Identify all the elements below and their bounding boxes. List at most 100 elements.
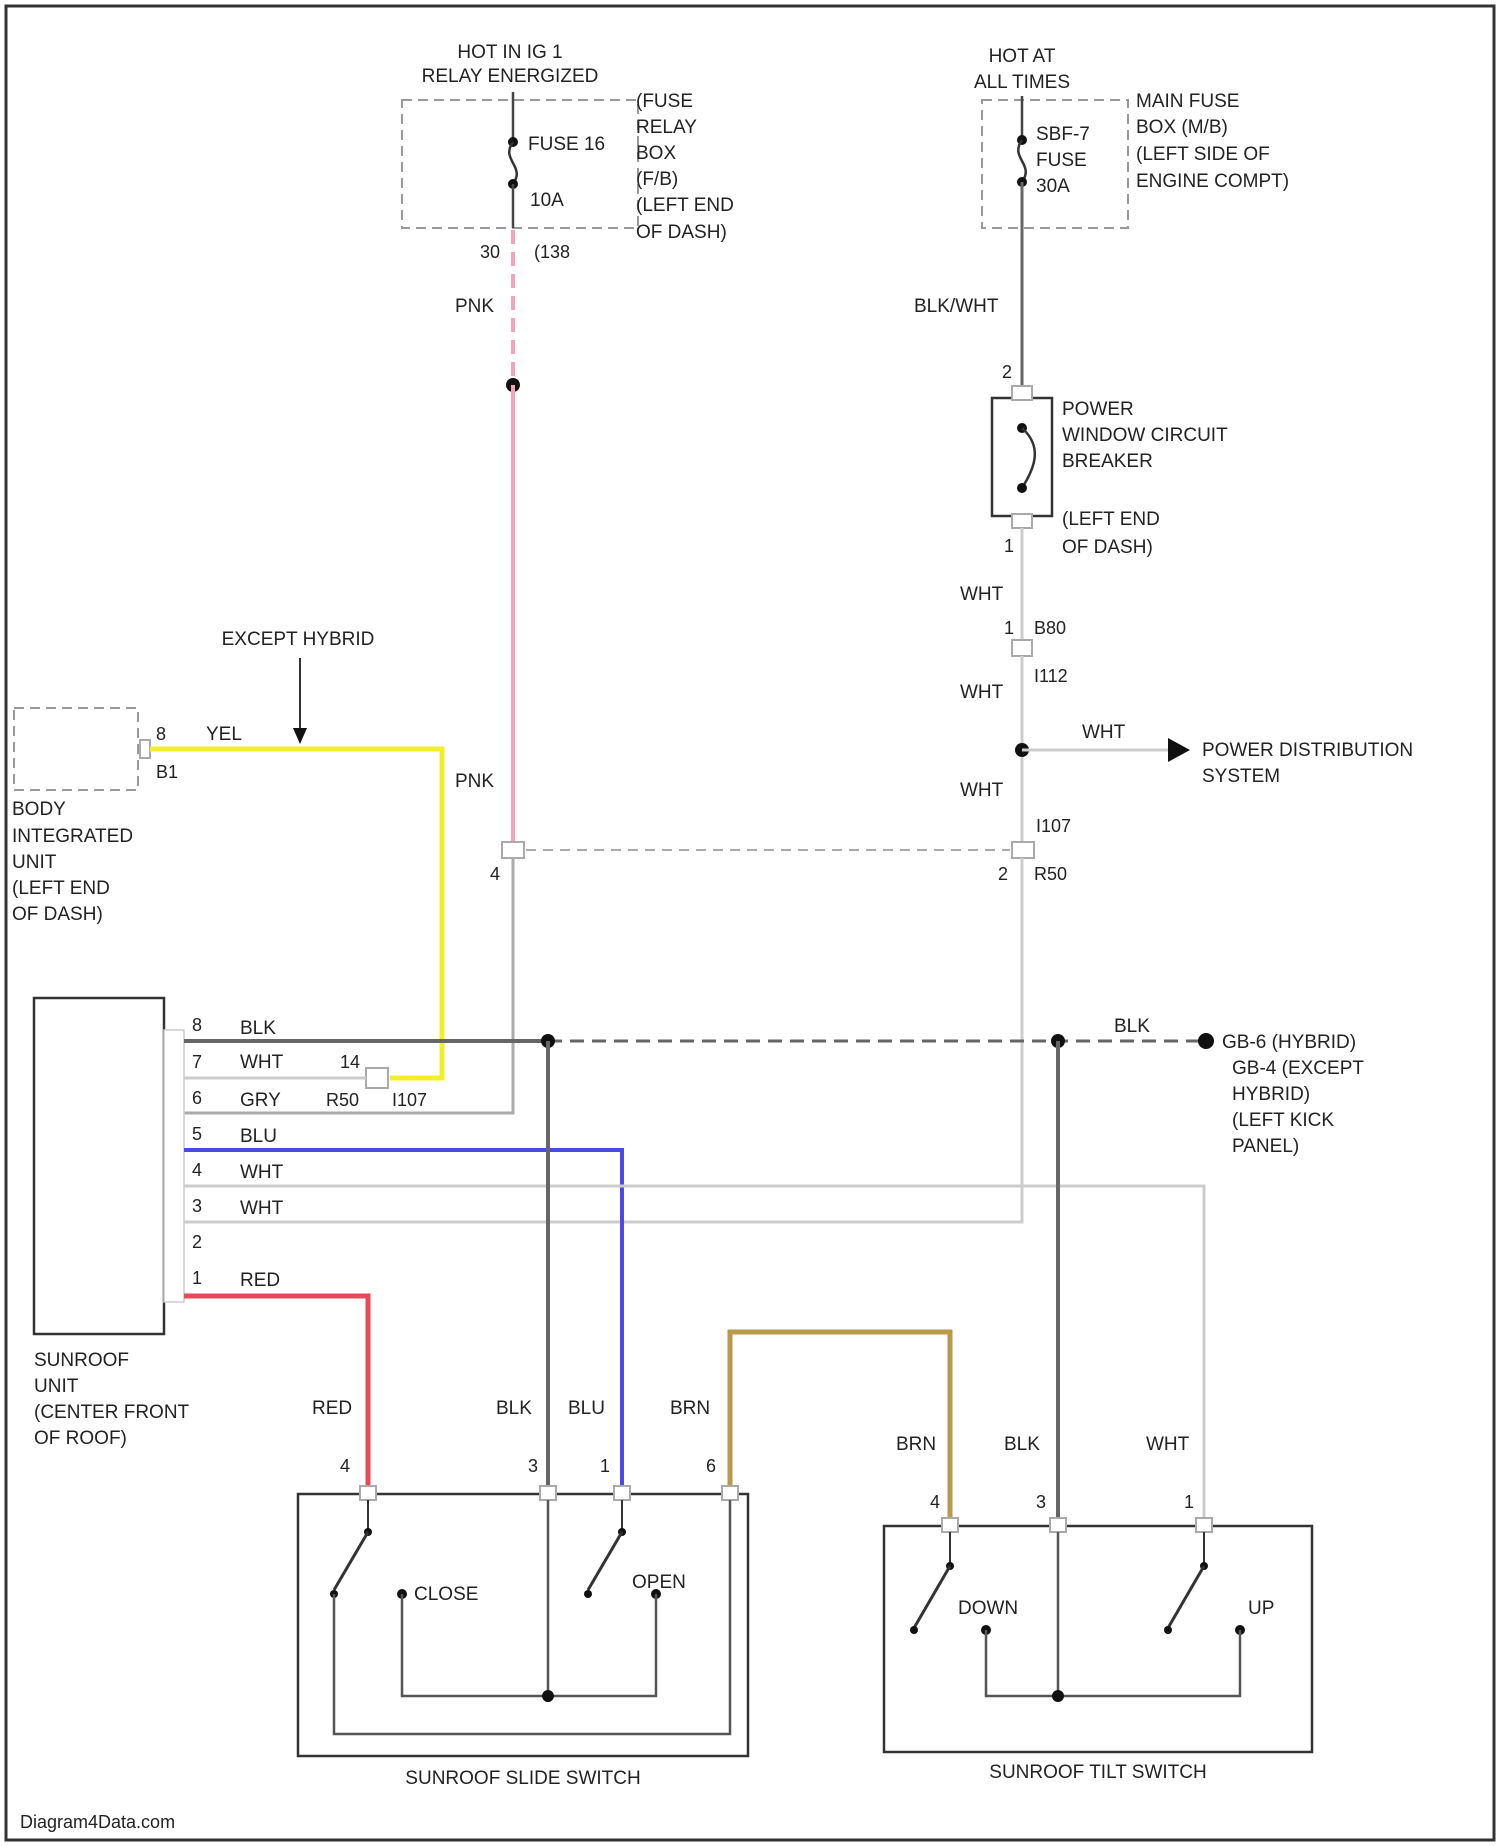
- watermark: Diagram4Data.com: [20, 1812, 175, 1832]
- tilt-terminal-1: [1196, 1518, 1212, 1532]
- body-unit-box: [14, 708, 138, 790]
- body-unit-label-4: (LEFT END: [12, 878, 110, 899]
- sunroof-unit-pin-7: 7: [192, 1052, 202, 1072]
- brown-wire: [730, 1332, 950, 1522]
- tilt-switch-box: [884, 1526, 1312, 1752]
- power-dist-label-1: POWER DISTRIBUTION: [1202, 740, 1413, 761]
- slide-open-contact-a: [584, 1590, 592, 1598]
- tilt-pin-3: 3: [1036, 1492, 1046, 1512]
- sunroof-unit-label-3: (CENTER FRONT: [34, 1402, 190, 1423]
- connector-b80: [1012, 640, 1032, 656]
- fuse-left-box-line-1: (FUSE: [636, 91, 693, 112]
- breaker-label-3: BREAKER: [1062, 451, 1153, 472]
- tilt-up-contact-a: [1164, 1626, 1172, 1634]
- tilt-down-label: DOWN: [958, 1598, 1018, 1619]
- fuse-right-name-2: FUSE: [1036, 150, 1087, 171]
- tilt-down-contact-a: [910, 1626, 918, 1634]
- pink-wire-label-mid: PNK: [455, 771, 494, 792]
- fuse-left-box-line-2: RELAY: [636, 117, 697, 138]
- fuse-right-element: [1018, 140, 1026, 182]
- sunroof-unit-pin-6: 6: [192, 1088, 202, 1108]
- sunroof-unit-pin-5: 5: [192, 1124, 202, 1144]
- connector-14: [366, 1068, 388, 1088]
- tilt-internal-splice: [1052, 1690, 1064, 1702]
- slide-red-label: RED: [312, 1398, 352, 1419]
- slide-pin-6: 6: [706, 1456, 716, 1476]
- blk-wht-wire-label: BLK/WHT: [914, 296, 999, 317]
- pin1-wire-label: RED: [240, 1270, 280, 1291]
- connector-14-pin: 14: [340, 1052, 360, 1072]
- power-dist-arrow: [1168, 738, 1190, 762]
- fuse-right-hot-label-2: ALL TIMES: [974, 72, 1070, 93]
- breaker-connector-bottom: [1012, 514, 1032, 528]
- slide-blu-label: BLU: [568, 1398, 605, 1419]
- power-dist-label-2: SYSTEM: [1202, 766, 1280, 787]
- wht-wire-label-2: WHT: [960, 682, 1004, 703]
- breaker-label-1: POWER: [1062, 399, 1134, 420]
- slide-switch-name: SUNROOF SLIDE SWITCH: [405, 1768, 640, 1789]
- connector-r50-right: [1012, 842, 1034, 858]
- tilt-brn-label: BRN: [896, 1434, 936, 1455]
- fuse-right-name-1: SBF-7: [1036, 124, 1090, 145]
- fuse-left-box-line-5: (LEFT END: [636, 195, 734, 216]
- fuse-left-hot-label: HOT IN IG 1: [457, 42, 562, 63]
- pin5-wire-label: BLU: [240, 1126, 277, 1147]
- wht-wire-to-tilt-up: [184, 1186, 1204, 1522]
- slide-internal-splice: [542, 1690, 554, 1702]
- body-unit-pin: 8: [156, 724, 166, 744]
- sunroof-unit-pin-2: 2: [192, 1232, 202, 1252]
- ground-point: [1198, 1033, 1214, 1049]
- pin4-wire-label: WHT: [240, 1162, 284, 1183]
- fuse-right-box-line-2: BOX (M/B): [1136, 117, 1228, 138]
- sunroof-unit-pin-4: 4: [192, 1160, 202, 1180]
- blk-ground-label: BLK: [1114, 1016, 1150, 1037]
- slide-pin-3: 3: [528, 1456, 538, 1476]
- pin7-wire-label: WHT: [240, 1052, 284, 1073]
- slide-open-label: OPEN: [632, 1572, 686, 1593]
- breaker-loc-2: OF DASH): [1062, 537, 1153, 558]
- breaker-label-2: WINDOW CIRCUIT: [1062, 425, 1228, 446]
- sunroof-unit-label-1: SUNROOF: [34, 1350, 129, 1371]
- slide-close-label: CLOSE: [414, 1584, 478, 1605]
- fuse-left-pin: 30: [480, 242, 500, 262]
- fuse-left-amps: 10A: [530, 190, 564, 211]
- pink-to-gry-wire: [184, 858, 513, 1113]
- fuse-left-name: FUSE 16: [528, 134, 605, 155]
- slide-internal-close: [402, 1594, 656, 1696]
- slide-close-blade: [334, 1532, 368, 1590]
- breaker-box: [992, 398, 1052, 516]
- fuse-left-box-line-6: OF DASH): [636, 222, 727, 243]
- breaker-pin-bottom: 1: [1004, 536, 1014, 556]
- slide-terminal-1: [614, 1486, 630, 1500]
- except-hybrid-label: EXCEPT HYBRID: [222, 629, 375, 650]
- ground-label-2: GB-4 (EXCEPT: [1232, 1058, 1364, 1079]
- breaker-loc-1: (LEFT END: [1062, 509, 1160, 530]
- slide-open-blade: [588, 1532, 622, 1590]
- connector-i112-name: I112: [1034, 666, 1068, 686]
- connector-i107-left: I107: [392, 1090, 427, 1110]
- pink-wire-connector-pin: 4: [490, 864, 500, 884]
- connector-b80-name: B80: [1034, 618, 1066, 638]
- body-unit-label-5: OF DASH): [12, 904, 103, 925]
- tilt-down-blade: [914, 1566, 950, 1628]
- pin8-wire-label: BLK: [240, 1018, 276, 1039]
- fuse-right-box-line-3: (LEFT SIDE OF: [1136, 144, 1270, 165]
- connector-r50-pin: 2: [998, 864, 1008, 884]
- yellow-wire-label: YEL: [206, 724, 242, 745]
- sunroof-unit-pin-8: 8: [192, 1015, 202, 1035]
- sunroof-unit-box: [34, 998, 164, 1334]
- breaker-terminal-bottom: [1017, 483, 1027, 493]
- sunroof-unit-pin-3: 3: [192, 1196, 202, 1216]
- fuse-right-hot-label: HOT AT: [989, 46, 1056, 67]
- pink-wire-connector: [502, 842, 524, 858]
- slide-blk-label: BLK: [496, 1398, 532, 1419]
- fuse-left-element: [509, 142, 517, 184]
- pin3-wire-label: WHT: [240, 1198, 284, 1219]
- fuse-right-box-line-1: MAIN FUSE: [1136, 91, 1239, 112]
- ground-label-5: PANEL): [1232, 1136, 1299, 1157]
- sunroof-unit-connector: [164, 1030, 184, 1302]
- ground-label-3: HYBRID): [1232, 1084, 1310, 1105]
- pin6-wire-label: GRY: [240, 1090, 281, 1111]
- body-unit-conn: B1: [156, 762, 178, 782]
